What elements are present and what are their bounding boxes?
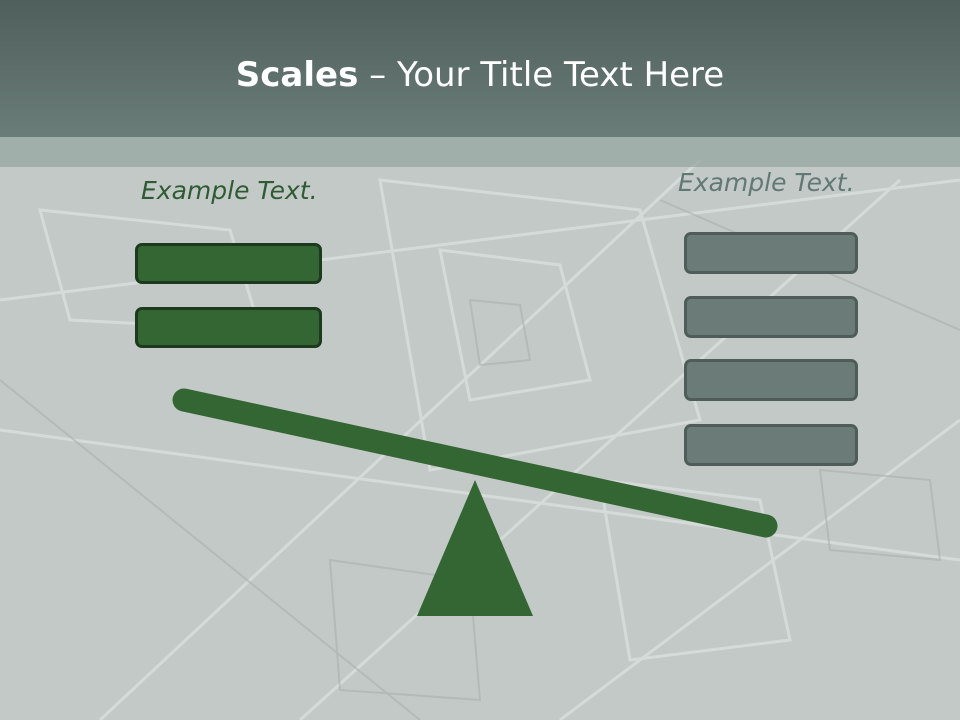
left-box-1	[135, 243, 322, 284]
title-rest: – Your Title Text Here	[358, 55, 725, 95]
title-underband	[0, 137, 960, 167]
right-box-4	[684, 424, 858, 466]
left-caption: Example Text.	[141, 176, 318, 205]
seesaw-beam	[172, 388, 778, 538]
right-box-1	[684, 232, 858, 274]
seesaw-fulcrum	[417, 480, 533, 616]
left-box-2	[135, 307, 322, 348]
title-bold: Scales	[235, 55, 359, 95]
right-box-2	[684, 296, 858, 338]
right-caption: Example Text.	[678, 168, 855, 197]
right-box-3	[684, 359, 858, 401]
slide-title: Scales – Your Title Text Here	[0, 52, 960, 98]
title-bar	[0, 0, 960, 137]
